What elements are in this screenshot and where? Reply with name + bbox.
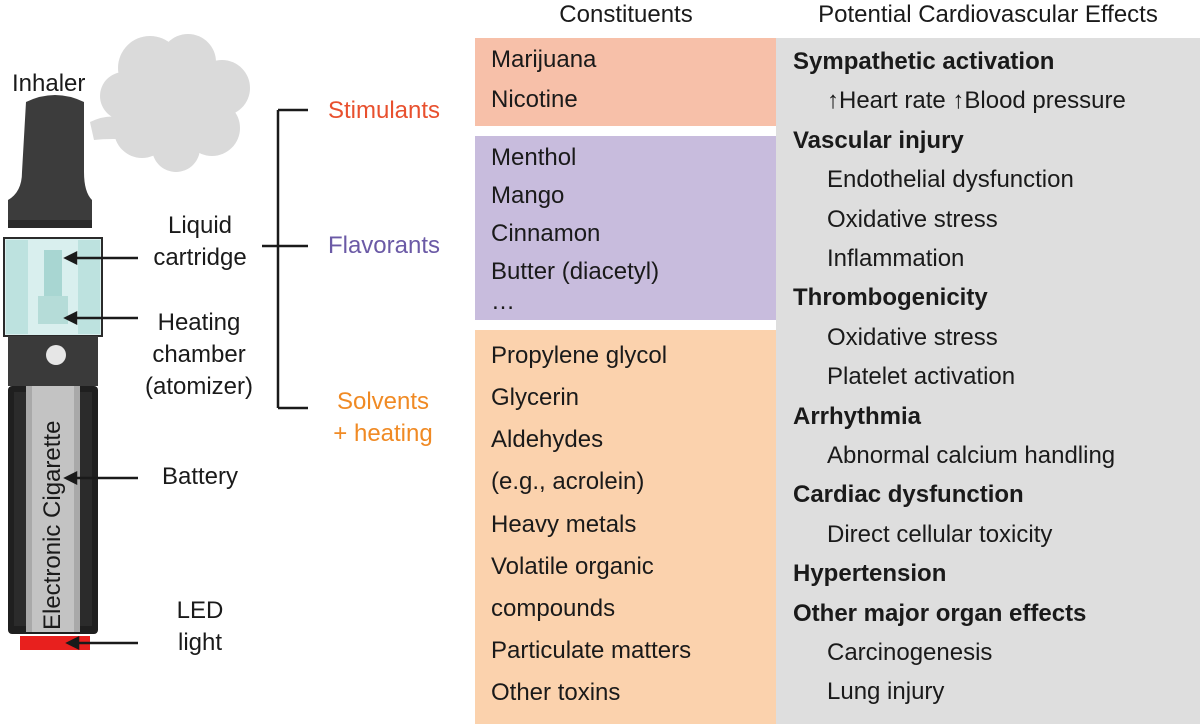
inhaler-label: Inhaler (12, 70, 86, 97)
device-body-text: Electronic Cigarette (39, 421, 66, 630)
led-light-label: LED light (176, 597, 224, 656)
liquid-cartridge-label: Liquid cartridge (153, 212, 247, 271)
effect-subitem: ↑Heart rate ↑Blood pressure (827, 87, 1126, 115)
stimulants-box: Marijuana Nicotine (475, 38, 777, 126)
constituents-header: Constituents (559, 1, 693, 28)
constituent-item: Other toxins (491, 679, 621, 706)
effect-subitem: Oxidative stress (827, 205, 998, 233)
constituent-item: Marijuana (491, 46, 597, 73)
pointer-arrows (63, 250, 138, 651)
effect-heading: Vascular injury (793, 126, 964, 154)
constituent-item: Cinnamon (491, 220, 601, 247)
constituent-item: Butter (diacetyl) (491, 258, 660, 285)
effect-heading: Thrombogenicity (793, 284, 988, 312)
effects-header: Potential Cardiovascular Effects (818, 1, 1158, 28)
constituent-item: Menthol (491, 144, 577, 171)
constituent-item: … (491, 288, 515, 315)
effect-heading: Hypertension (793, 560, 947, 588)
constituent-item: Glycerin (491, 384, 580, 411)
effect-subitem: Inflammation (827, 245, 965, 272)
effect-subitem: Oxidative stress (827, 323, 998, 351)
effect-subitem: Abnormal calcium handling (827, 442, 1116, 469)
mouthpiece (8, 95, 92, 226)
effect-subitem: Carcinogenesis (827, 639, 993, 666)
effect-heading: Sympathetic activation (793, 48, 1055, 75)
vapor-cloud-icon (90, 34, 250, 172)
effect-heading: Arrhythmia (793, 402, 922, 430)
effects-panel: Sympathetic activation ↑Heart rate ↑Blood… (776, 38, 1200, 724)
effect-subitem: Direct cellular toxicity (827, 520, 1053, 548)
effect-subitem: Lung injury (827, 678, 945, 706)
constituent-item: Heavy metals (491, 511, 637, 538)
constituent-item: Nicotine (491, 86, 578, 113)
constituent-item: Particulate matters (491, 637, 692, 664)
constituent-item: Mango (491, 182, 565, 209)
effect-subitem: Platelet activation (827, 363, 1016, 391)
constituent-item: compounds (491, 595, 616, 622)
constituent-item: Volatile organic (491, 553, 654, 580)
solvents-box: Propylene glycol Glycerin Aldehydes (e.g… (475, 330, 777, 724)
effect-subitem: Endothelial dysfunction (827, 166, 1074, 194)
constituent-item: Aldehydes (491, 426, 604, 453)
flavorants-box: Menthol Mango Cinnamon Butter (diacetyl)… (475, 136, 777, 320)
effect-heading: Other major organ effects (793, 599, 1087, 627)
category-flavorants: Flavorants (327, 232, 441, 259)
constituent-item: Propylene glycol (491, 342, 668, 369)
category-bracket (262, 108, 308, 410)
battery-label: Battery (161, 463, 239, 490)
category-solvents-heating: Solvents + heating (333, 388, 433, 447)
heating-chamber-label: Heating chamber (atomizer) (144, 309, 253, 400)
category-stimulants: Stimulants (327, 97, 441, 124)
effect-heading: Cardiac dysfunction (793, 481, 1024, 509)
constituent-item: (e.g., acrolein) (491, 468, 645, 495)
